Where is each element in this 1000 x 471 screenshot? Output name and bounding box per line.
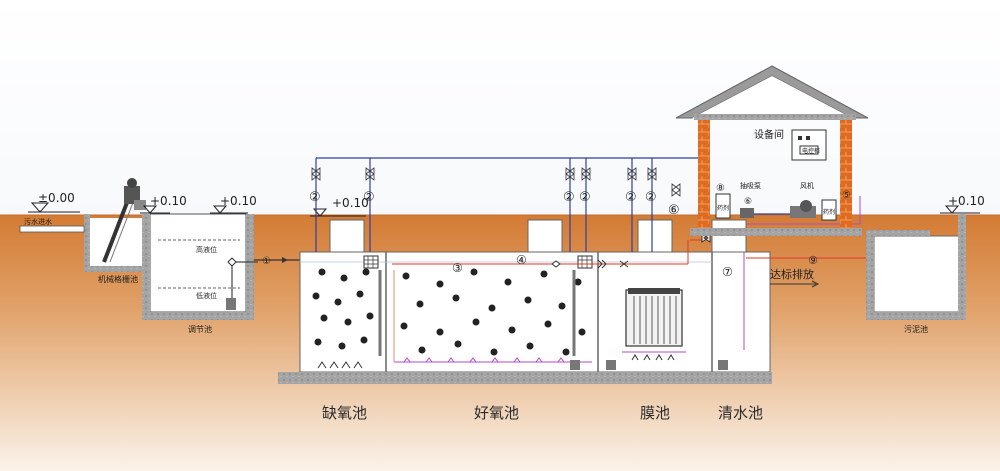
screen-drive-icon bbox=[124, 186, 140, 204]
suction-pump-icon bbox=[740, 208, 754, 218]
ground-level-marker: ±0.00 bbox=[28, 191, 80, 213]
dosing-tank-1 bbox=[715, 193, 731, 219]
room-label: 设备间 bbox=[754, 128, 784, 141]
aerobic-aeration bbox=[393, 270, 592, 363]
blue-header-valves bbox=[311, 167, 657, 181]
marker-2-c: ② bbox=[563, 190, 575, 205]
room-floor bbox=[690, 228, 862, 236]
ground-level-label: ±0.00 bbox=[38, 191, 75, 205]
feed-pipe: ① bbox=[254, 256, 300, 267]
room-wall-left bbox=[698, 118, 710, 228]
sludge-tank: 污泥池 bbox=[866, 214, 966, 334]
clear-label: 清水池 bbox=[718, 404, 763, 422]
sludge-label: 污泥池 bbox=[904, 324, 928, 334]
inlet-pipe bbox=[19, 225, 85, 233]
lift-valve-icon bbox=[227, 257, 237, 267]
return-valve-icon bbox=[551, 260, 561, 268]
control-cabinet-label: 电控柜 bbox=[802, 147, 820, 155]
membrane-module bbox=[606, 288, 686, 370]
dosing-tank-2 bbox=[821, 199, 837, 221]
marker-1: ① bbox=[262, 256, 271, 267]
marker-2-e: ② bbox=[625, 190, 637, 205]
dosing-1-label: 药剂 bbox=[717, 204, 729, 212]
anoxic-diffusers bbox=[317, 361, 363, 369]
equalization-level-label: +0.10 bbox=[220, 194, 257, 208]
inlet-label: 污水进水 bbox=[24, 217, 52, 226]
marker-9: ⑨ bbox=[808, 254, 818, 267]
marker-5: ⑤ bbox=[842, 190, 851, 201]
low-level-label: 低液位 bbox=[196, 291, 217, 300]
anoxic-level-label: +0.10 bbox=[332, 196, 369, 210]
blower-label: 风机 bbox=[800, 181, 814, 190]
return-pump-icon bbox=[570, 360, 580, 370]
control-cabinet-icon bbox=[791, 129, 827, 161]
marker-2-f: ② bbox=[645, 190, 657, 205]
marker-2-group: ② ② ② ② ② ② bbox=[309, 190, 657, 205]
equalization-level-marker: +0.10 bbox=[210, 194, 257, 214]
marker-3: ③ bbox=[452, 261, 463, 275]
aerobic-label: 好氧池 bbox=[474, 404, 519, 422]
sludge-level-marker: +0.10 bbox=[940, 194, 985, 214]
marker-2-d: ② bbox=[579, 190, 591, 205]
main-tank bbox=[278, 219, 772, 384]
membrane-label: 膜池 bbox=[640, 404, 670, 422]
aerobic-grille-icon bbox=[577, 255, 593, 269]
anoxic-media bbox=[312, 268, 374, 350]
anoxic-level-marker: +0.10 bbox=[310, 196, 369, 217]
lift-pump-icon bbox=[226, 298, 236, 310]
marker-8: ⑧ bbox=[716, 183, 725, 194]
screen-level-marker: +0.10 bbox=[140, 194, 187, 214]
anoxic-grille-icon bbox=[363, 255, 379, 269]
sludge-level-label: +0.10 bbox=[948, 194, 985, 208]
aerobic-media bbox=[400, 268, 586, 356]
marker-6-a: ⑥ bbox=[668, 203, 680, 218]
marker-2-b: ② bbox=[363, 190, 375, 205]
tank-base bbox=[278, 372, 772, 384]
clear-pump-icon bbox=[718, 360, 728, 370]
high-level-label: 高液位 bbox=[196, 245, 217, 254]
marker-2-a: ② bbox=[309, 190, 321, 205]
equalization-label: 调节池 bbox=[188, 324, 212, 334]
discharge: ⑨ 达标排放 bbox=[770, 254, 820, 288]
suction-pump-label: 抽吸泵 bbox=[740, 181, 761, 190]
screen-label: 机械格栅池 bbox=[98, 274, 138, 284]
room-wall-right bbox=[840, 118, 852, 228]
marker-6-b: ⑥ bbox=[744, 197, 752, 207]
anoxic-label: 缺氧池 bbox=[322, 404, 367, 422]
discharge-label: 达标排放 bbox=[770, 267, 814, 281]
equipment-room: 设备间 电控柜 药剂 ⑧ 药剂 ⑤ 抽吸泵 ⑥ 风机 bbox=[675, 65, 869, 236]
equalization-tank: 高液位 低液位 调节池 bbox=[142, 213, 258, 334]
dosing-2-label: 药剂 bbox=[823, 208, 835, 216]
marker-7: ⑦ bbox=[722, 265, 733, 279]
valve-6-icon bbox=[671, 183, 681, 197]
sludge-pump-icon bbox=[606, 360, 616, 370]
screen-level-label: +0.10 bbox=[150, 194, 187, 208]
marker-4: ④ bbox=[516, 253, 527, 267]
